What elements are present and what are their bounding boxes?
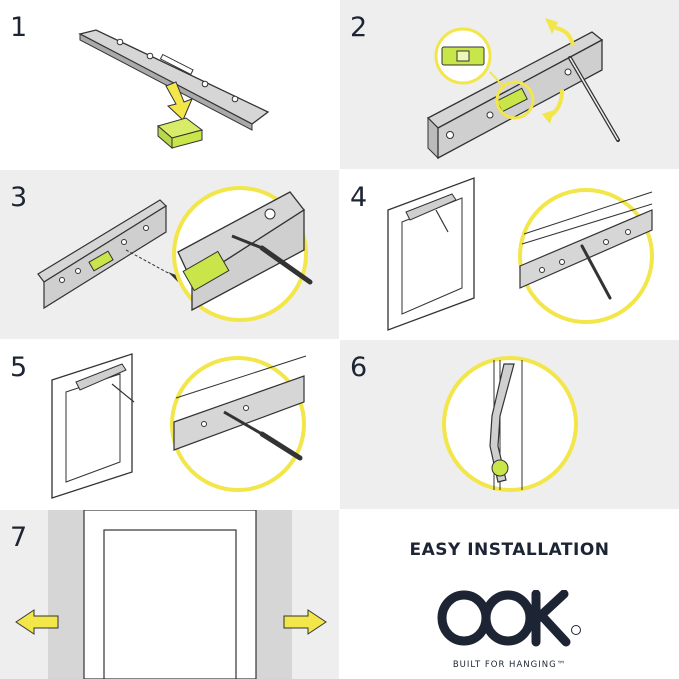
pencil-core bbox=[569, 57, 619, 141]
bubble-level-front bbox=[171, 129, 203, 149]
step-5-illustration bbox=[51, 353, 307, 499]
pencil-icon bbox=[435, 209, 449, 233]
frame-edge bbox=[521, 203, 653, 245]
rail-hole bbox=[486, 111, 494, 119]
step-2-number: 2 bbox=[350, 12, 368, 43]
screwdriver-icon bbox=[259, 245, 313, 285]
step-4-panel: 4 bbox=[340, 170, 679, 339]
rail-hole bbox=[559, 259, 565, 265]
step-7-illustration bbox=[15, 510, 327, 679]
screw-line bbox=[125, 249, 171, 275]
screw-icon bbox=[446, 131, 454, 139]
screwdriver-icon bbox=[259, 431, 303, 461]
rail-hole bbox=[603, 239, 609, 245]
hanger-rail-edge bbox=[79, 33, 253, 131]
wall-strip bbox=[48, 510, 84, 679]
step-4-number: 4 bbox=[350, 182, 368, 213]
rail-hole bbox=[143, 225, 149, 231]
step-5-number: 5 bbox=[10, 352, 28, 383]
step-5-panel: 5 bbox=[0, 340, 339, 509]
rail-hole bbox=[201, 421, 207, 427]
step-2-illustration bbox=[426, 18, 620, 160]
rail-hole bbox=[121, 239, 127, 245]
screw-head-icon bbox=[264, 208, 276, 220]
step-4-illustration bbox=[387, 177, 654, 331]
down-arrow bbox=[165, 81, 193, 121]
hanger-rail bbox=[75, 363, 127, 391]
level-zoom-bubble bbox=[456, 50, 470, 62]
left-arrow bbox=[15, 609, 59, 635]
step-1-panel: 1 bbox=[0, 0, 339, 169]
step-7-number: 7 bbox=[10, 522, 28, 553]
magnifier-connector bbox=[489, 71, 504, 87]
step-6-illustration bbox=[442, 356, 578, 492]
step-3-number: 3 bbox=[10, 182, 28, 213]
level-zoom bbox=[182, 250, 230, 292]
frame-edge bbox=[175, 355, 307, 399]
tagline: BUILT FOR HANGING™ bbox=[452, 660, 567, 670]
right-arrow bbox=[283, 609, 327, 635]
rail-hole bbox=[243, 405, 249, 411]
rail-hole bbox=[59, 277, 65, 283]
rail-hole bbox=[564, 68, 572, 76]
rail-hole bbox=[75, 268, 81, 274]
ook-logo bbox=[437, 590, 581, 647]
headline: EASY INSTALLATION bbox=[409, 540, 610, 560]
rail-zoom bbox=[519, 209, 653, 289]
logo-letter-o bbox=[481, 590, 535, 646]
screw-icon bbox=[231, 234, 263, 250]
screw-line bbox=[111, 383, 135, 403]
wall-strip bbox=[256, 510, 292, 679]
rail-hole bbox=[539, 267, 545, 273]
door-panel bbox=[103, 529, 237, 679]
step-3-illustration bbox=[37, 186, 313, 322]
rail-slot bbox=[159, 53, 194, 76]
rail-hole bbox=[625, 229, 631, 235]
rotate-arrow-up-head bbox=[545, 18, 558, 34]
rail-hole bbox=[116, 38, 124, 46]
step-1-number: 1 bbox=[10, 12, 28, 43]
magnifier-ring bbox=[442, 356, 578, 492]
logo-letter-k bbox=[531, 590, 571, 647]
hanger-rail bbox=[405, 193, 457, 221]
step-7-panel: 7 bbox=[0, 510, 339, 679]
step-6-panel: 6 bbox=[340, 340, 679, 509]
registered-mark bbox=[571, 625, 581, 635]
rotate-arrow-up bbox=[554, 26, 575, 47]
step-2-panel: 2 bbox=[340, 0, 679, 169]
rotate-arrow-down-head bbox=[542, 110, 554, 124]
rail-hole bbox=[201, 80, 209, 88]
level-bubble bbox=[491, 459, 509, 477]
screw-icon bbox=[223, 410, 263, 436]
rail-zoom-face bbox=[191, 208, 305, 312]
rail-hole bbox=[231, 95, 239, 103]
level-on-rail bbox=[88, 250, 114, 272]
step-1-illustration bbox=[78, 29, 270, 150]
magnifier-ring bbox=[495, 80, 535, 120]
step-6-number: 6 bbox=[350, 352, 368, 383]
pencil-icon bbox=[580, 244, 612, 300]
step-3-panel: 3 bbox=[0, 170, 339, 339]
hanger-profile bbox=[489, 363, 515, 483]
frame-edge bbox=[523, 191, 653, 235]
rail-zoom bbox=[173, 375, 305, 451]
rail-hole bbox=[146, 52, 154, 60]
logo-letter-o bbox=[437, 590, 491, 646]
